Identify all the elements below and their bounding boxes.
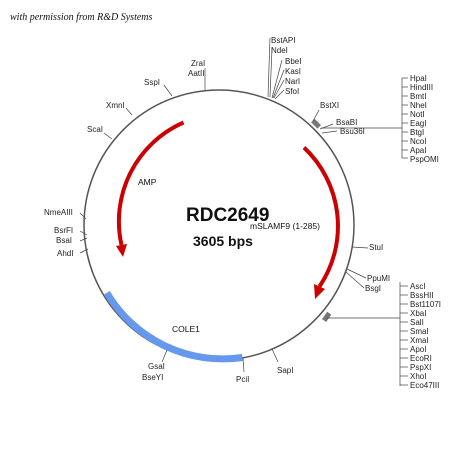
plasmid-name: RDC2649 — [186, 205, 269, 226]
site-label: XhoI — [410, 372, 426, 381]
amp-arrow — [116, 120, 185, 246]
site-label-stui: StuI — [369, 243, 383, 252]
site-label: Eco47III — [410, 381, 439, 390]
amp-arrow-head — [116, 244, 127, 257]
site-label: NarI — [285, 77, 300, 86]
site-label: KasI — [285, 67, 301, 76]
cole1-arc — [103, 291, 244, 363]
site-label: PspOMI — [410, 155, 439, 164]
insert-arrow — [302, 146, 340, 288]
leader-bbei — [271, 59, 283, 99]
site-label: NotI — [410, 110, 425, 119]
leader-ahdi — [79, 248, 89, 254]
site-label: BsrFI — [54, 226, 73, 235]
leader-sfoi — [274, 89, 285, 100]
site-label: PspXI — [410, 363, 431, 372]
site-label: BbeI — [285, 57, 301, 66]
leader-bsrfi — [79, 230, 88, 236]
leader-nmeaiii — [79, 212, 87, 220]
leader-bsu36i — [321, 130, 338, 134]
plasmid-size: 3605 bps — [193, 233, 253, 249]
amp-label: AMP — [138, 177, 157, 187]
leader-nari — [273, 79, 285, 99]
leader-gsai — [161, 349, 168, 363]
site-label: BstAPI — [271, 36, 295, 45]
leader-pcii — [242, 357, 245, 373]
site-label-zrai: ZraI — [191, 59, 205, 68]
site-label: NheI — [410, 101, 427, 110]
site-label-sapi: SapI — [277, 366, 293, 375]
site-label: AhdI — [57, 249, 73, 258]
insert-arrow-head — [314, 284, 325, 299]
site-label: XbaI — [410, 309, 426, 318]
site-label: NmeAIII — [44, 208, 73, 217]
insert-label: mSLAMF9 (1-285) — [250, 221, 320, 231]
credit-text: with permission from R&D Systems — [10, 12, 153, 23]
leader-xmni — [125, 107, 133, 116]
left-site-labels: NmeAIII BsrFI BsaI AhdI — [44, 208, 73, 258]
site-label-pcii: PciI — [236, 375, 249, 384]
site-label: AscI — [410, 282, 426, 291]
site-label: BmtI — [410, 92, 426, 101]
site-label: Bst1107I — [410, 300, 441, 309]
site-label-bstxi: BstXI — [320, 101, 339, 110]
leader-bsai — [79, 237, 88, 242]
cole1-label: COLE1 — [172, 324, 200, 334]
leader-bsgi — [345, 271, 365, 289]
site-label-bsgi: BsgI — [365, 284, 381, 293]
site-label: SmaI — [410, 327, 429, 336]
site-label: EcoRI — [410, 354, 432, 363]
bstxi-marker — [311, 118, 321, 129]
leader-sapi — [271, 348, 279, 363]
mcs1-site-labels: HpaI HindIII BmtI NheI NotI EagI BtgI Nc… — [410, 74, 439, 164]
leader-sspi — [163, 84, 173, 97]
site-label-bsu36i: Bsu36I — [340, 127, 365, 136]
site-label: HpaI — [410, 74, 427, 83]
site-label-gsai: GsaI — [148, 362, 165, 371]
site-label-xmni: XmnI — [106, 101, 125, 110]
site-label: BsaI — [56, 236, 72, 245]
leader-kasi — [272, 69, 285, 99]
site-label-bsabi: BsaBI — [336, 118, 357, 127]
site-label: SalI — [410, 318, 424, 327]
site-label-sspi: SspI — [144, 78, 160, 87]
site-label-ppumi: PpuMI — [367, 274, 390, 283]
mcs2-site-labels: AscI BssHII Bst1107I XbaI SalI SmaI XmaI… — [410, 282, 441, 390]
site-label: SfoI — [285, 87, 299, 96]
site-label: XmaI — [410, 336, 429, 345]
site-label: NcoI — [410, 137, 426, 146]
site-label: NdeI — [271, 46, 288, 55]
leader-scai — [103, 132, 113, 140]
leader-ppumi — [346, 268, 367, 279]
site-label: BtgI — [410, 128, 424, 137]
site-label: HindIII — [410, 83, 433, 92]
leader-bstapi — [267, 37, 271, 98]
leader-ndei — [269, 47, 273, 98]
site-label-aatii: AatII — [188, 69, 204, 78]
site-label-bseyi: BseYI — [142, 373, 163, 382]
mcs2-marker — [322, 311, 332, 322]
top-site-labels: BstAPI NdeI BbeI KasI NarI SfoI — [271, 36, 301, 96]
site-label: BssHII — [410, 291, 434, 300]
site-label: EagI — [410, 119, 426, 128]
site-label: ApaI — [410, 146, 426, 155]
leader-stui — [351, 246, 369, 249]
site-label-scai: ScaI — [87, 125, 103, 134]
site-label: ApoI — [410, 345, 426, 354]
leader-bstxi — [312, 109, 320, 122]
